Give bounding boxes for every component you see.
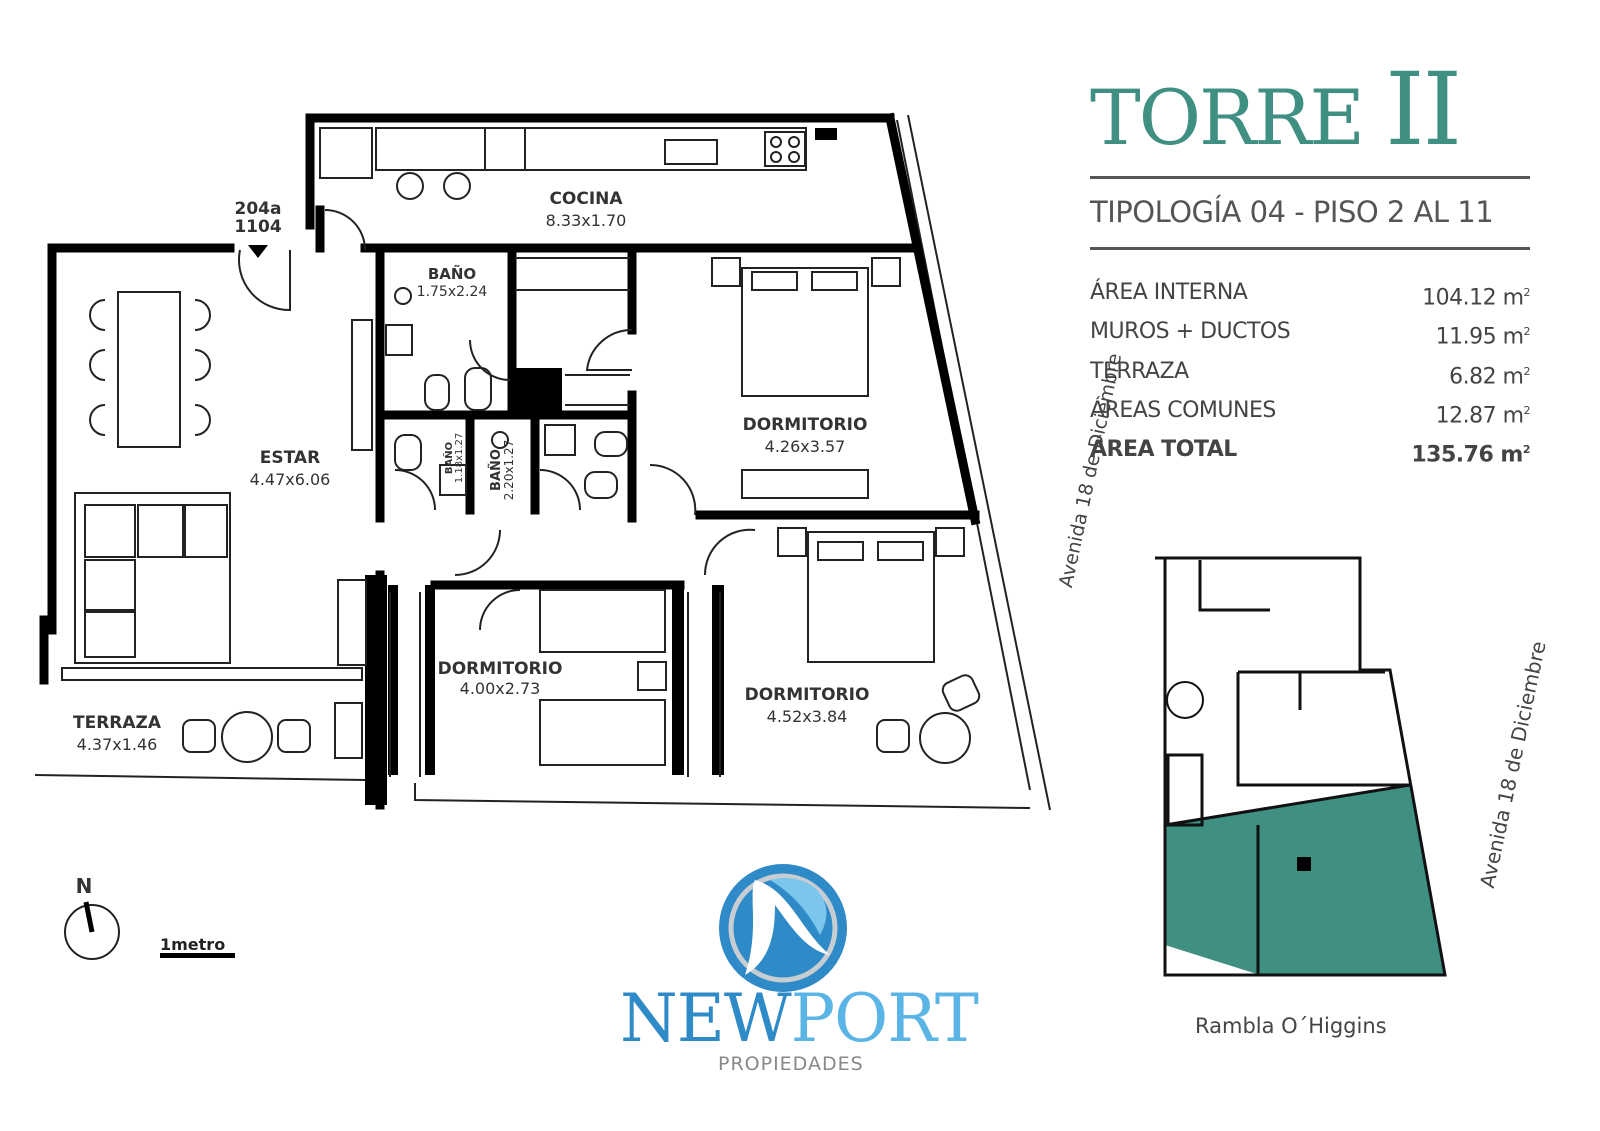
room-dim-dormitorio: 4.52x3.84 [767, 707, 848, 726]
area-label: ÁREA INTERNA [1090, 280, 1248, 305]
room-name-dormitorio: DORMITORIO [438, 659, 563, 679]
tv-unit [351, 319, 373, 451]
room-dim-cocina: 8.33x1.70 [546, 211, 627, 230]
column [425, 585, 435, 775]
scale-bar [160, 953, 235, 958]
room-name-dormitorio: DORMITORIO [745, 685, 870, 705]
dresser [741, 469, 869, 499]
title-numeral: II [1385, 51, 1462, 168]
area-label: ÁREAS COMUNES [1090, 397, 1276, 423]
entrance-label: 1104 [234, 217, 281, 237]
area-label: MUROS + DUCTOS [1090, 319, 1291, 345]
area-value: 11.95 m [1435, 324, 1524, 350]
unit-sup: 2 [1522, 443, 1531, 457]
unit-sup: 2 [1523, 286, 1531, 299]
duct [512, 368, 562, 413]
room-name-bano: BAÑO [488, 449, 504, 491]
room-dim-bano: 1.75x2.24 [417, 284, 488, 300]
area-value: 135.76 m [1411, 442, 1523, 468]
furniture [74, 127, 981, 777]
unit-sup: 2 [1523, 403, 1531, 417]
area-label: TERRAZA [1090, 358, 1189, 384]
area-value: 12.87 m [1435, 403, 1524, 429]
logo-part2: PORT [790, 980, 979, 1057]
column [365, 575, 387, 805]
unit-sup: 2 [1523, 325, 1531, 339]
single-bed [539, 699, 666, 766]
logo-wordmark: NEWPORT [620, 980, 979, 1057]
room-name-dormitorio: DORMITORIO [743, 415, 868, 435]
glass-facade [34, 114, 1051, 811]
room-dim-bano: 1.18x1.27 [454, 433, 465, 483]
terrace-table [221, 711, 273, 763]
table [919, 712, 971, 764]
info-panel: TORRE II TIPOLOGÍA 04 - PISO 2 AL 11 ÁRE… [1090, 60, 1531, 473]
single-bed [539, 589, 666, 653]
room-name-terraza: TERRAZA [73, 713, 162, 733]
bidet [424, 374, 450, 411]
double-bed [807, 531, 935, 663]
column [712, 585, 724, 775]
scale-label: 1metro [160, 935, 225, 954]
dining-table [117, 291, 181, 448]
column [672, 585, 684, 775]
grill [334, 702, 363, 759]
logo-part1: NEW [620, 980, 792, 1057]
sink [664, 139, 718, 165]
stool [443, 172, 471, 200]
sofa [74, 492, 231, 664]
entrance-label: 204a [235, 199, 282, 219]
area-row: ÁREAS COMUNES 12.87 m2 [1090, 394, 1530, 433]
area-label: ÁREA TOTAL [1090, 437, 1237, 463]
area-value: 6.82 m [1449, 363, 1524, 389]
area-value: 104.12 m [1422, 285, 1524, 311]
divider [1090, 247, 1530, 250]
room-name-bano: BAÑO [428, 264, 476, 283]
title-word: TORRE [1090, 73, 1365, 162]
compass-label: N [76, 874, 93, 898]
logo-subtitle: PROPIEDADES [718, 1053, 864, 1075]
double-bed [741, 267, 869, 397]
unit-sup: 2 [1523, 364, 1531, 378]
compass-icon [64, 901, 120, 960]
divider [1090, 176, 1530, 179]
area-row: ÁREA INTERNA 104.12 m2 [1090, 276, 1530, 315]
cabinet [337, 579, 367, 666]
room-dim-bano: 2.20x1.27 [502, 440, 516, 501]
typology-subtitle: TIPOLOGÍA 04 - PISO 2 AL 11 [1090, 195, 1494, 229]
room-dim-dormitorio: 4.26x3.57 [765, 437, 846, 456]
column [388, 585, 398, 775]
room-name-estar: ESTAR [260, 448, 320, 468]
room-name-cocina: COCINA [549, 189, 623, 209]
street-label-rambla: Rambla O´Higgins [1195, 1014, 1387, 1038]
fridge [319, 127, 373, 179]
stool [396, 172, 424, 200]
kitchen-counter [375, 127, 807, 171]
room-dim-estar: 4.47x6.06 [250, 470, 331, 489]
tower-title: TORRE II [1090, 60, 1530, 168]
area-row-total: ÁREA TOTAL 135.76 m2 [1090, 433, 1531, 472]
cooktop [764, 131, 806, 167]
room-name-bano: BAÑO [442, 442, 455, 474]
room-dim-terraza: 4.37x1.46 [77, 735, 158, 754]
area-row: TERRAZA 6.82 m2 [1090, 355, 1530, 394]
entrance-arrow-icon [248, 245, 268, 258]
room-dim-dormitorio: 4.00x2.73 [460, 679, 541, 698]
toilet [464, 367, 492, 411]
key-plan [1155, 556, 1447, 977]
newport-logo-icon [719, 864, 847, 992]
area-row: MUROS + DUCTOS 11.95 m2 [1090, 315, 1530, 354]
